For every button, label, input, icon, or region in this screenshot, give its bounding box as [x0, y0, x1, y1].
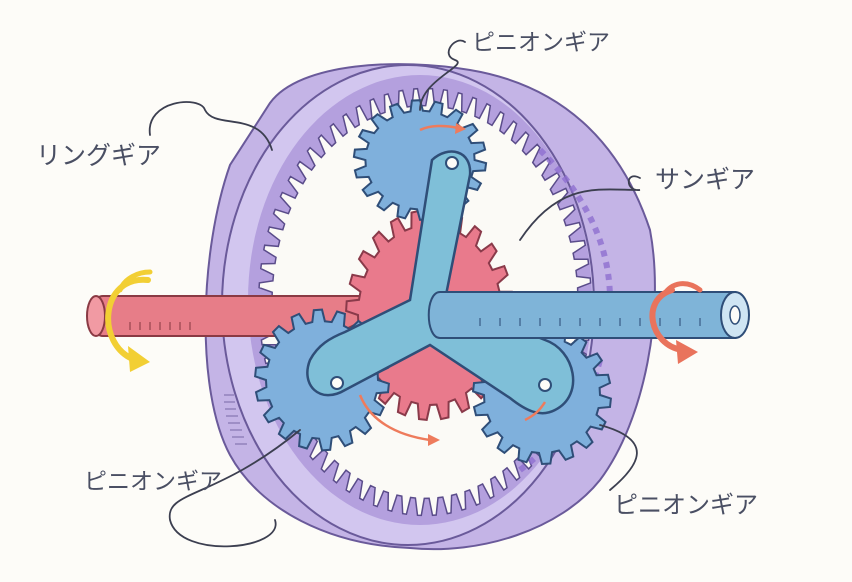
- carrier-pin-right: [538, 378, 552, 392]
- leader-sun-gear: [519, 175, 641, 241]
- label-pinion-top: ピニオンギア: [472, 30, 610, 56]
- motion-arrow-icon: [358, 123, 547, 446]
- rotation-arrow-icon: [105, 269, 153, 372]
- leader-ring-gear: [149, 101, 273, 151]
- leader-lines: [149, 39, 641, 548]
- leader-pinion-top: [419, 39, 466, 111]
- leader-pinion-left: [168, 429, 301, 548]
- carrier-pin-top: [445, 156, 459, 170]
- output-shaft: [427, 291, 750, 339]
- rotation-arrow-icon: [649, 281, 703, 364]
- leader-pinion-right: [599, 424, 638, 491]
- ring-gear-rim-hatching: [224, 394, 247, 445]
- output-shaft-body: [427, 291, 736, 339]
- label-sun-gear: サンギア: [655, 165, 755, 194]
- label-ring-gear: リングギア: [36, 141, 161, 170]
- label-pinion-right: ピニオンギア: [614, 491, 758, 519]
- label-pinion-left: ピニオンギア: [84, 469, 222, 495]
- carrier-pin-left: [330, 376, 344, 390]
- input-shaft-end: [86, 295, 106, 337]
- carrier-arms: [306, 150, 575, 415]
- ring-gear-teeth-accent: [537, 147, 613, 301]
- planet-carrier: [306, 150, 575, 415]
